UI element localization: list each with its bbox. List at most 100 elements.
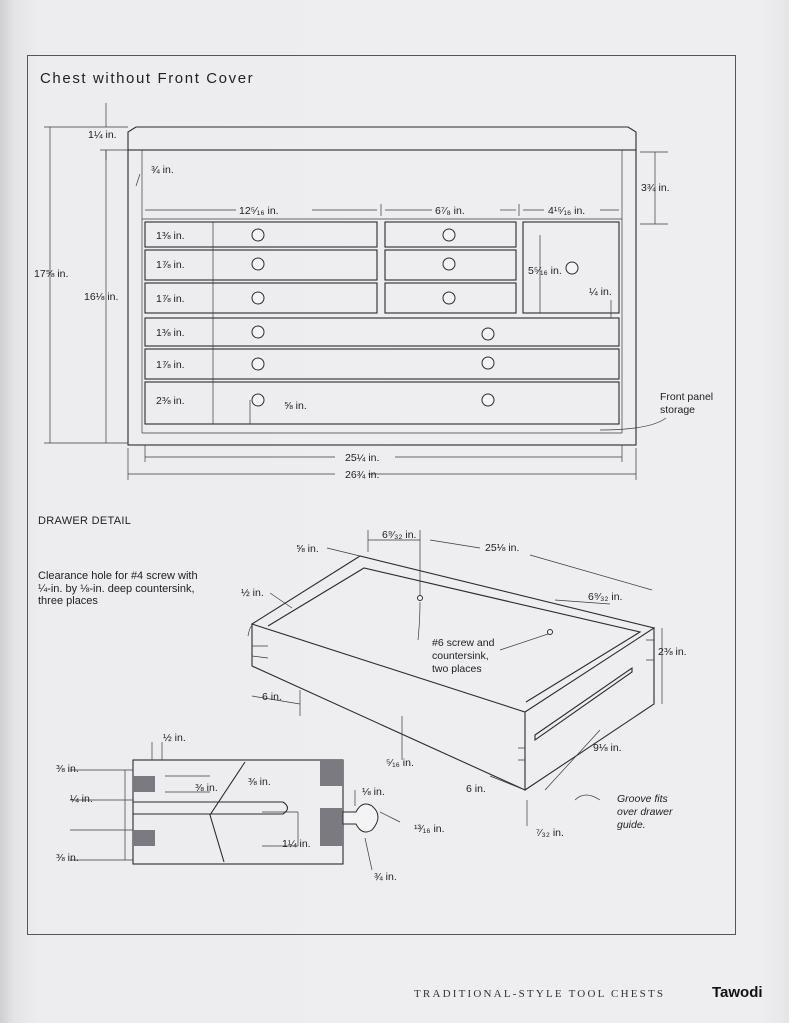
label-line: #6 screw and	[432, 637, 495, 649]
screw-hole	[417, 595, 423, 601]
label-front-panel-storage: Front panel storage	[660, 391, 716, 416]
dim-case-width: 25¼ in.	[345, 452, 379, 464]
sec-left-mid: ¼ in.	[70, 793, 93, 805]
dim-screw-offset-right: 6⁹⁄₃₂ in.	[588, 591, 622, 603]
dim-drawer-height: 2⅜ in.	[658, 646, 687, 658]
label-line: Front panel	[660, 391, 713, 403]
dim-right-drawer: 5⁵⁄₁₆ in.	[528, 265, 562, 277]
section-hatch	[320, 760, 343, 786]
dim-overall-width: 26¾ in.	[345, 469, 379, 481]
knob	[442, 257, 456, 271]
drawer-knobs	[251, 228, 579, 407]
drawer-front	[144, 381, 620, 425]
knob-profile	[342, 803, 379, 833]
drawer-front	[144, 249, 378, 281]
section-hatch	[133, 830, 155, 846]
dim-front-setback: 6 in.	[262, 691, 282, 703]
label-line: storage	[660, 404, 695, 416]
knob	[481, 356, 495, 370]
drawer-front	[144, 282, 378, 314]
dim-row5: 1⅞ in.	[156, 359, 185, 371]
drawer-grid	[144, 221, 620, 425]
knob	[251, 291, 265, 305]
section-hatch	[320, 808, 343, 846]
sec-inner-a: ⅜ in.	[195, 782, 218, 794]
knob	[251, 228, 265, 242]
dim-side-gap: ½ in.	[241, 587, 264, 599]
section-hatch	[133, 776, 155, 792]
drawer-box	[250, 555, 656, 791]
dim-drawer-length: 25⅛ in.	[485, 542, 519, 554]
knob	[481, 327, 495, 341]
dim-right-width: 4¹⁵⁄₁₆ in.	[548, 205, 585, 217]
drawer-front	[144, 348, 620, 380]
knob	[251, 393, 265, 407]
dim-top-overhang: 1¼ in.	[88, 129, 117, 141]
sec-inner-b: ⅜ in.	[248, 776, 271, 788]
label-line: Groove fits	[617, 793, 669, 805]
figure-title: Chest without Front Cover	[40, 70, 255, 87]
knob	[251, 357, 265, 371]
label-line: two places	[432, 663, 482, 675]
dim-row4: 1⅜ in.	[156, 327, 185, 339]
drawer-detail-title: DRAWER DETAIL	[38, 515, 132, 527]
watermark: Tawodi	[712, 984, 763, 1001]
running-head: TRADITIONAL-STYLE TOOL CHESTS	[414, 988, 666, 1000]
drawer-groove	[534, 666, 633, 742]
dim-overall-height: 17⅝ in.	[34, 268, 68, 280]
dim-right-gap: ¼ in.	[589, 286, 612, 298]
label-line: countersink,	[432, 650, 489, 662]
knob	[251, 257, 265, 271]
drawer-front	[522, 221, 620, 314]
dim-row6: 2⅜ in.	[156, 395, 185, 407]
dim-groove-offset: 6 in.	[466, 783, 486, 795]
label-line: guide.	[617, 819, 646, 831]
drawer-dimension-lines	[247, 530, 663, 826]
drawer-side-face	[524, 628, 655, 791]
knob	[565, 261, 579, 275]
knob	[481, 393, 495, 407]
drawer-front	[144, 317, 620, 347]
drawer-front	[144, 221, 378, 248]
drawer-front	[384, 221, 517, 248]
sec-left-top: ⅜ in.	[56, 763, 79, 775]
chest-dimension-lines	[44, 103, 668, 480]
section-break	[209, 761, 246, 863]
label-groove-note: Groove fits over drawer guide.	[617, 793, 675, 831]
drawer-top-rim	[250, 555, 656, 713]
drawer-inner-rim	[267, 567, 642, 703]
dim-bottom-gap: ⅝ in.	[284, 400, 307, 412]
knob	[442, 291, 456, 305]
drawer-front	[384, 282, 517, 314]
screw-hole	[547, 629, 553, 635]
dim-bottom-thickness: ⁵⁄₁₆ in.	[386, 757, 414, 769]
section-groove	[133, 801, 289, 815]
sec-groove-depth: 1¼ in.	[282, 838, 311, 850]
label-line: over drawer	[617, 806, 673, 818]
chest-case	[127, 149, 637, 446]
label-screw-note: #6 screw and countersink, two places	[432, 637, 497, 675]
dim-left-width: 12⁵⁄₁₆ in.	[239, 205, 279, 217]
drawer-front-face	[251, 624, 526, 791]
dim-center-width: 6⁷⁄₈ in.	[435, 205, 465, 217]
sec-left-bottom: ⅜ in.	[56, 852, 79, 864]
dim-front-thickness: ⅝ in.	[296, 543, 319, 555]
dim-side-thickness: ¾ in.	[151, 164, 174, 176]
dim-row2: 1⅞ in.	[156, 259, 185, 271]
dovetail-marks	[251, 639, 654, 761]
knob	[442, 228, 456, 242]
dim-row3: 1⅞ in.	[156, 293, 185, 305]
section-outline	[132, 759, 344, 865]
dim-top-till: 3¾ in.	[641, 182, 670, 194]
sec-knob-a: ⅛ in.	[362, 786, 385, 798]
dim-drawer-depth: 9⅛ in.	[593, 742, 622, 754]
dim-row1: 1⅜ in.	[156, 230, 185, 242]
dim-groove-width: ⁷⁄₃₂ in.	[536, 827, 564, 839]
dim-screw-offset: 6⁹⁄₃₂ in.	[382, 529, 416, 541]
sec-top-half: ½ in.	[163, 732, 186, 744]
clearance-hole-note: Clearance hole for #4 screw with ¼-in. b…	[38, 570, 198, 607]
sec-knob-c: ¾ in.	[374, 871, 397, 883]
